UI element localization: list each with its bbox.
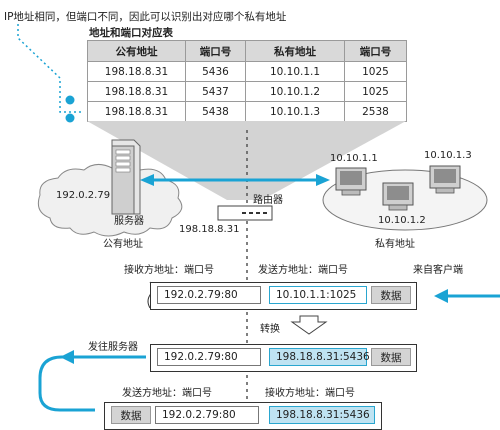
packet-data-field: 数据 [371,348,411,366]
server-ip-label: 192.0.2.79 [56,190,111,201]
cell: 5437 [185,81,246,102]
pc-icon-1 [335,167,367,196]
cell: 198.18.8.31 [87,101,186,122]
annotation-leader [17,24,82,123]
nat-table: 公有地址 端口号 私有地址 端口号 198.18.8.31 5436 10.10… [87,40,407,122]
public-address-label: 公有地址 [103,239,143,250]
packet-incoming: 192.0.2.79:80 10.10.1.1:1025 数据 [150,282,417,310]
to-server-label: 发往服务器 [88,342,138,353]
table-title: 地址和端口对应表 [89,27,173,39]
packet-return: 数据 192.0.2.79:80 198.18.8.31:5436 [104,402,382,430]
col-private-address: 私有地址 [245,40,345,62]
to-server-arrow [38,350,146,412]
router-label: 路由器 [253,195,283,206]
convert-arrow [290,315,328,335]
packet-dst-field: 198.18.8.31:5436 [269,406,375,424]
table-header-row: 公有地址 端口号 私有地址 端口号 [87,40,407,62]
client-arrow [434,289,500,303]
incoming-dst-header: 接收方地址：端口号 [124,265,214,276]
network-diagram [37,121,500,416]
packet-src-field: 10.10.1.1:1025 [269,286,367,304]
from-client-label: 来自客户端 [413,265,463,276]
router-ip-label: 198.18.8.31 [179,224,240,235]
col-port: 端口号 [185,40,246,62]
pc-ip-1: 10.10.1.1 [330,153,378,164]
annotation-note: IP地址相同，但端口不同，因此可以识别出对应哪个私有地址 [4,11,287,23]
convert-label: 转换 [260,324,280,335]
packet-converted: 192.0.2.79:80 198.18.8.31:5436 数据 [150,344,417,372]
pc-ip-2: 10.10.1.2 [378,215,426,226]
table-row: 198.18.8.31 5436 10.10.1.1 1025 [87,61,407,82]
incoming-src-header: 发送方地址：端口号 [258,265,348,276]
cell: 10.10.1.1 [245,61,345,82]
link-arrow [140,174,330,186]
packet-src-field: 198.18.8.31:5436 [269,348,370,366]
cell: 10.10.1.2 [245,81,345,102]
server-icon [111,139,141,215]
pc-ip-3: 10.10.1.3 [424,150,472,161]
server-label: 服务器 [114,216,144,227]
packet-dst-field: 192.0.2.79:80 [157,348,261,366]
cell: 1025 [344,61,407,82]
table-row: 198.18.8.31 5438 10.10.1.3 2538 [87,101,407,122]
col-public-address: 公有地址 [87,40,186,62]
packet-data-field: 数据 [111,406,151,424]
pc-icon-3 [429,165,461,194]
private-address-label: 私有地址 [375,239,415,250]
return-dst-header: 接收方地址：端口号 [265,388,355,399]
pc-icon-2 [382,182,414,211]
return-src-header: 发送方地址：端口号 [122,388,212,399]
packet-dst-field: 192.0.2.79:80 [157,286,261,304]
packet-data-field: 数据 [371,286,411,304]
router-icon [217,205,273,221]
cell: 198.18.8.31 [87,61,186,82]
col-port: 端口号 [344,40,407,62]
packet-src-field: 192.0.2.79:80 [155,406,259,424]
